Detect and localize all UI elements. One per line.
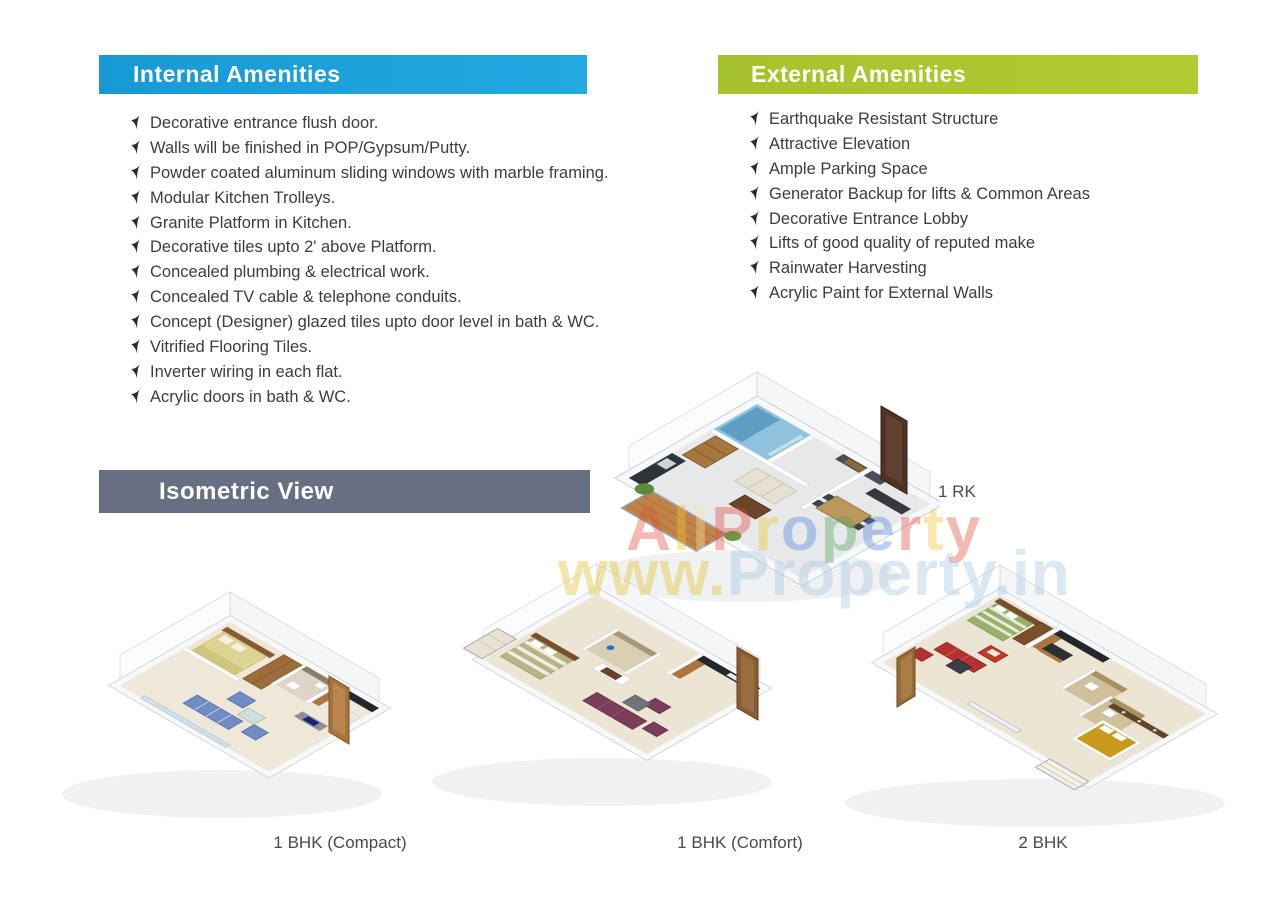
plan-label-1bhk-compact: 1 BHK (Compact) bbox=[273, 833, 407, 852]
list-item: Decorative Entrance Lobby bbox=[750, 208, 1230, 233]
isometric-view-title: Isometric View bbox=[159, 477, 334, 505]
list-item: Rainwater Harvesting bbox=[750, 257, 1230, 282]
list-item: Acrylic doors in bath & WC. bbox=[131, 386, 691, 411]
arrow-bullet-icon bbox=[750, 285, 759, 300]
list-item-text: Powder coated aluminum sliding windows w… bbox=[150, 163, 609, 182]
arrow-bullet-icon bbox=[750, 260, 759, 275]
list-item: Granite Platform in Kitchen. bbox=[131, 212, 691, 237]
arrow-bullet-icon bbox=[131, 115, 140, 130]
arrow-bullet-icon bbox=[131, 339, 140, 354]
list-item-text: Vitrified Flooring Tiles. bbox=[150, 338, 313, 357]
arrow-bullet-icon bbox=[750, 135, 759, 151]
list-item: Concealed TV cable & telephone conduits. bbox=[131, 286, 691, 311]
list-item-text: Attractive Elevation bbox=[769, 134, 911, 153]
arrow-bullet-icon bbox=[750, 185, 759, 201]
plan-label-1bhk-comfort: 1 BHK (Comfort) bbox=[677, 833, 803, 852]
list-item: Concept (Designer) glazed tiles upto doo… bbox=[131, 311, 691, 336]
arrow-bullet-icon bbox=[131, 314, 140, 329]
list-item: Concealed plumbing & electrical work. bbox=[131, 261, 691, 286]
external-amenities-list: Earthquake Resistant Structure Attractiv… bbox=[750, 108, 1230, 307]
list-item: Lifts of good quality of reputed make bbox=[750, 232, 1230, 257]
list-item-text: Concept (Designer) glazed tiles upto doo… bbox=[150, 313, 600, 332]
list-item-text: Modular Kitchen Trolleys. bbox=[150, 188, 336, 207]
internal-amenities-title: Internal Amenities bbox=[133, 61, 341, 87]
list-item-text: Concealed plumbing & electrical work. bbox=[150, 263, 430, 282]
external-amenities-header: External Amenities bbox=[718, 55, 1198, 94]
list-item: Acrylic Paint for External Walls bbox=[750, 282, 1230, 307]
list-item: Generator Backup for lifts & Common Area… bbox=[750, 183, 1230, 208]
arrow-bullet-icon bbox=[750, 235, 759, 250]
list-item: Ample Parking Space bbox=[750, 158, 1230, 183]
list-item: Modular Kitchen Trolleys. bbox=[131, 187, 691, 212]
list-item: Walls will be finished in POP/Gypsum/Put… bbox=[131, 137, 691, 162]
floorplan-2bhk-image bbox=[845, 564, 1225, 827]
list-item: Earthquake Resistant Structure bbox=[750, 108, 1230, 133]
list-item-text: Decorative Entrance Lobby bbox=[769, 209, 969, 228]
list-item-text: Acrylic Paint for External Walls bbox=[769, 284, 994, 303]
watermark-letter: y bbox=[945, 495, 983, 564]
list-item-text: Concealed TV cable & telephone conduits. bbox=[150, 288, 462, 307]
arrow-bullet-icon bbox=[131, 214, 140, 230]
list-item-text: Earthquake Resistant Structure bbox=[769, 110, 999, 128]
floorplan-1rk-image bbox=[595, 371, 940, 602]
plan-label-1rk: 1 RK bbox=[938, 482, 976, 501]
list-item-text: Rainwater Harvesting bbox=[769, 259, 927, 278]
list-item-text: Generator Backup for lifts & Common Area… bbox=[769, 184, 1090, 203]
arrow-bullet-icon bbox=[131, 264, 140, 279]
list-item: Powder coated aluminum sliding windows w… bbox=[131, 162, 691, 187]
arrow-bullet-icon bbox=[131, 363, 140, 379]
list-item: Decorative entrance flush door. bbox=[131, 112, 691, 137]
list-item-text: Lifts of good quality of reputed make bbox=[769, 234, 1035, 253]
list-item: Vitrified Flooring Tiles. bbox=[131, 336, 691, 361]
internal-amenities-header: Internal Amenities bbox=[99, 55, 587, 94]
arrow-bullet-icon bbox=[131, 388, 140, 404]
list-item: Inverter wiring in each flat. bbox=[131, 361, 691, 386]
arrow-bullet-icon bbox=[750, 111, 759, 126]
list-item-text: Inverter wiring in each flat. bbox=[150, 362, 343, 381]
arrow-bullet-icon bbox=[131, 164, 140, 180]
floorplan-1bhk-comfort-image bbox=[432, 563, 773, 806]
list-item-text: Walls will be finished in POP/Gypsum/Put… bbox=[150, 138, 471, 157]
list-item-text: Decorative tiles upto 2' above Platform. bbox=[150, 238, 437, 257]
arrow-bullet-icon bbox=[131, 239, 140, 254]
arrow-bullet-icon bbox=[131, 289, 140, 304]
list-item: Attractive Elevation bbox=[750, 133, 1230, 158]
arrow-bullet-icon bbox=[750, 210, 759, 226]
internal-amenities-list: Decorative entrance flush door. Walls wi… bbox=[131, 112, 691, 411]
external-amenities-title: External Amenities bbox=[751, 61, 967, 87]
arrow-bullet-icon bbox=[131, 139, 140, 155]
list-item-text: Decorative entrance flush door. bbox=[150, 114, 379, 132]
arrow-bullet-icon bbox=[750, 160, 759, 176]
list-item-text: Granite Platform in Kitchen. bbox=[150, 213, 352, 232]
floorplan-1bhk-compact-image bbox=[62, 591, 392, 818]
plan-label-2bhk: 2 BHK bbox=[1018, 833, 1068, 852]
isometric-view-header: Isometric View bbox=[99, 470, 590, 513]
list-item-text: Acrylic doors in bath & WC. bbox=[150, 387, 351, 406]
arrow-bullet-icon bbox=[131, 189, 140, 205]
list-item: Decorative tiles upto 2' above Platform. bbox=[131, 236, 691, 261]
list-item-text: Ample Parking Space bbox=[769, 159, 928, 178]
